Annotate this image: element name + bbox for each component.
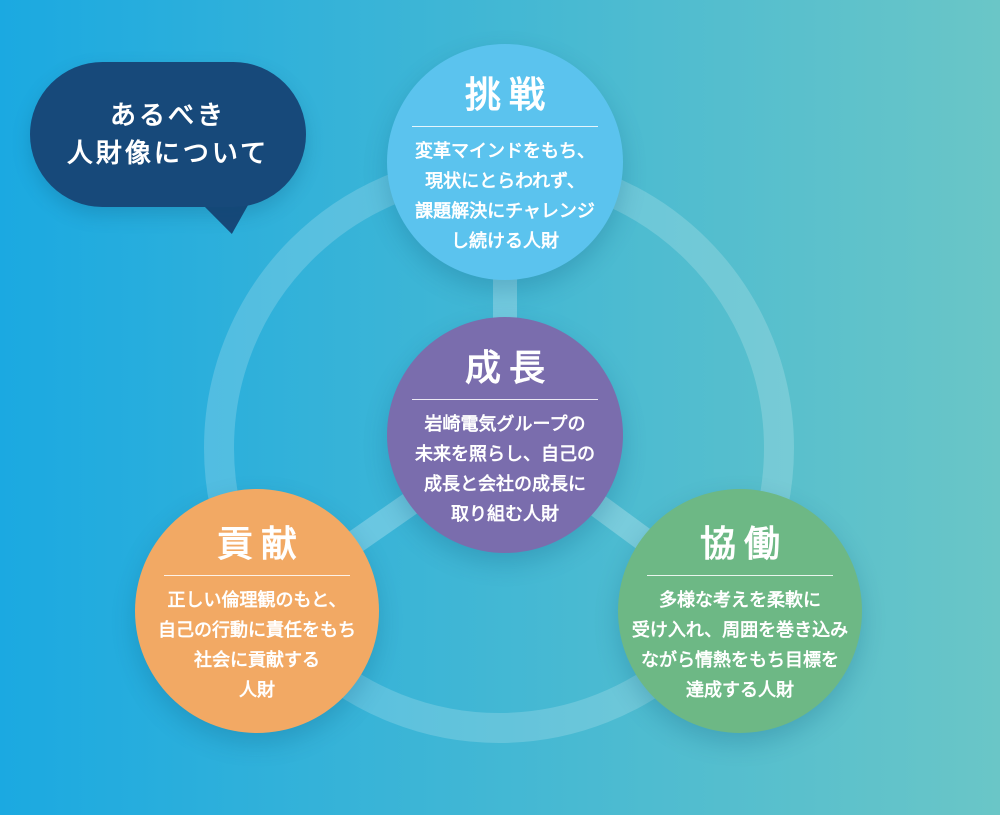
circle-collaboration-description: 多様な考えを柔軟に 受け入れ、周囲を巻き込み ながら情熱をもち目標を 達成する人… bbox=[631, 590, 849, 702]
circle-challenge-title: 挑戦 bbox=[465, 75, 553, 116]
circle-contribution-description: 正しい倫理観のもと、 自己の行動に責任をもち 社会に貢献する 人財 bbox=[158, 590, 356, 702]
circle-contribution: 貢献 正しい倫理観のもと、 自己の行動に責任をもち 社会に貢献する 人財 bbox=[135, 489, 379, 733]
circle-collaboration-title: 協働 bbox=[700, 524, 788, 565]
title-bubble: あるべき 人財像について bbox=[30, 62, 306, 207]
page-title: あるべき 人財像について bbox=[66, 100, 270, 169]
title-divider bbox=[412, 399, 598, 401]
title-divider bbox=[412, 126, 598, 128]
circle-challenge-description: 変革マインドをもち、 現状にとらわれず、 課題解決にチャレンジ し続ける人財 bbox=[415, 141, 595, 253]
title-divider bbox=[647, 575, 833, 577]
circle-growth-description: 岩崎電気グループの 未来を照らし、自己の 成長と会社の成長に 取り組む人財 bbox=[415, 414, 595, 526]
title-divider bbox=[164, 575, 350, 577]
circle-growth: 成長 岩崎電気グループの 未来を照らし、自己の 成長と会社の成長に 取り組む人財 bbox=[387, 317, 623, 553]
circle-challenge: 挑戦 変革マインドをもち、 現状にとらわれず、 課題解決にチャレンジ し続ける人… bbox=[387, 44, 623, 280]
circle-growth-title: 成長 bbox=[465, 348, 553, 389]
circle-contribution-title: 貢献 bbox=[217, 524, 305, 565]
circle-collaboration: 協働 多様な考えを柔軟に 受け入れ、周囲を巻き込み ながら情熱をもち目標を 達成… bbox=[618, 489, 862, 733]
